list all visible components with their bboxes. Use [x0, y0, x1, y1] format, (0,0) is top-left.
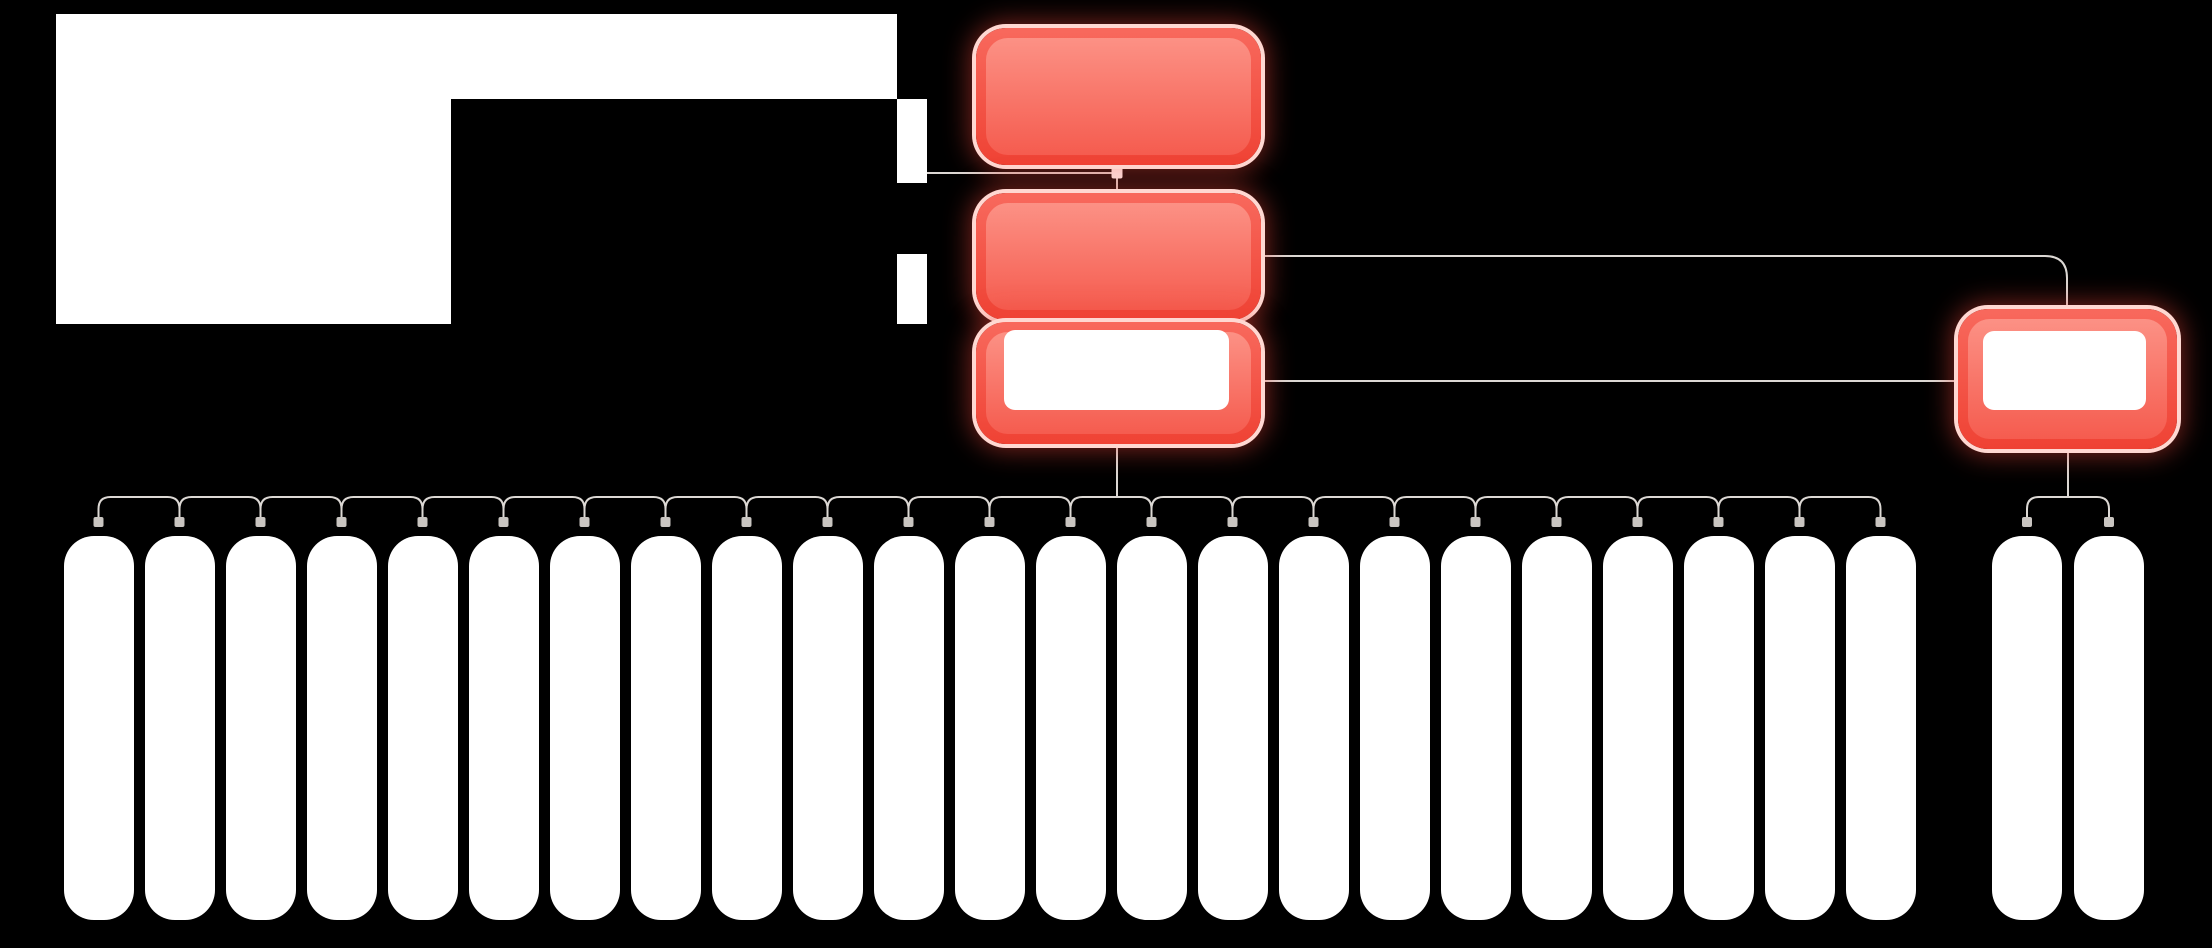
leaf-node[interactable] — [468, 536, 539, 920]
anchor-dot — [2022, 517, 2032, 527]
anchor-dot — [1632, 517, 1643, 527]
anchor-dot — [1065, 517, 1076, 527]
leaf-node[interactable] — [1035, 536, 1106, 920]
leaf-node[interactable] — [711, 536, 782, 920]
leaf-node[interactable] — [1116, 536, 1187, 920]
node-text-input[interactable] — [1983, 331, 2146, 410]
anchor-dot — [2104, 517, 2114, 527]
leaf-node[interactable] — [1992, 536, 2062, 920]
anchor-dot — [741, 517, 752, 527]
leaf-node[interactable] — [63, 536, 134, 920]
ui-panel-sidebar — [56, 14, 451, 324]
anchor-dot — [822, 517, 833, 527]
branch-node-2[interactable] — [976, 193, 1261, 320]
edge-node2-node4 — [1254, 255, 2068, 316]
anchor-dot — [336, 517, 347, 527]
anchor-dot — [1875, 517, 1886, 527]
bus-main — [97, 496, 1882, 518]
anchor-dot — [1389, 517, 1400, 527]
anchor-dot — [1470, 517, 1481, 527]
leaf-node[interactable] — [306, 536, 377, 920]
bus-right — [2026, 496, 2110, 518]
anchor-dot — [1146, 517, 1157, 527]
anchor-dot — [1308, 517, 1319, 527]
ui-panel-tab-upper — [897, 99, 927, 183]
leaf-node[interactable] — [1845, 536, 1916, 920]
anchor-dot — [1794, 517, 1805, 527]
leaf-node[interactable] — [954, 536, 1025, 920]
leaf-node[interactable] — [1359, 536, 1430, 920]
leaf-node[interactable] — [630, 536, 701, 920]
anchor-dot — [660, 517, 671, 527]
anchor-dot — [1227, 517, 1238, 527]
leaf-node[interactable] — [549, 536, 620, 920]
branch-node-1[interactable] — [976, 28, 1261, 165]
ui-panel-toolbar — [451, 14, 897, 99]
anchor-dot — [1713, 517, 1724, 527]
anchor-dot — [93, 517, 104, 527]
anchor-dot — [579, 517, 590, 527]
anchor-dot — [1551, 517, 1562, 527]
branch-node-3[interactable] — [976, 322, 1261, 444]
anchor-dot — [498, 517, 509, 527]
leaf-node[interactable] — [225, 536, 296, 920]
ui-panel-tab-lower — [897, 254, 927, 324]
anchor-dot — [174, 517, 185, 527]
leaf-node[interactable] — [1683, 536, 1754, 920]
leaf-node[interactable] — [1197, 536, 1268, 920]
leaf-node[interactable] — [873, 536, 944, 920]
anchor-dot — [417, 517, 428, 527]
anchor-dot — [903, 517, 914, 527]
anchor-dot — [984, 517, 995, 527]
node-text-input[interactable] — [1004, 330, 1229, 410]
leaf-node[interactable] — [1278, 536, 1349, 920]
leaf-node[interactable] — [1764, 536, 1835, 920]
leaf-node[interactable] — [1602, 536, 1673, 920]
leaf-node[interactable] — [2074, 536, 2144, 920]
leaf-node[interactable] — [387, 536, 458, 920]
leaf-node[interactable] — [792, 536, 863, 920]
leaf-node[interactable] — [144, 536, 215, 920]
junction-dot — [1111, 167, 1123, 179]
leaf-node[interactable] — [1440, 536, 1511, 920]
anchor-dot — [255, 517, 266, 527]
leaf-node[interactable] — [1521, 536, 1592, 920]
branch-node-4[interactable] — [1958, 309, 2177, 449]
